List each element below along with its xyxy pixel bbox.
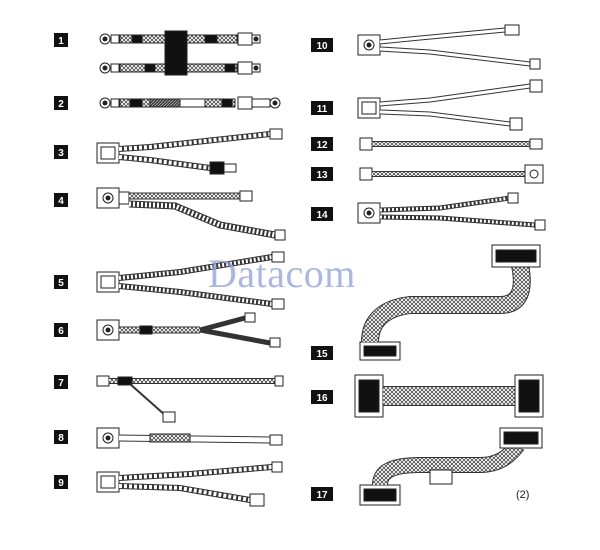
callout-13: 13 [311,167,333,181]
cable-5 [96,251,285,310]
cable-15 [359,244,541,361]
cable-2 [99,96,281,110]
svg-text:10: 10 [316,41,328,52]
callout-15: 15 [311,346,333,360]
callout-6: 6 [54,323,68,337]
svg-text:17: 17 [316,490,328,501]
callout-4: 4 [54,193,68,207]
svg-text:15: 15 [316,349,328,360]
cable-3 [96,128,283,175]
cable-9 [96,461,283,507]
svg-text:13: 13 [316,170,328,181]
cable-11 [357,79,543,131]
callout-16: 16 [311,390,333,404]
watermark: Datacom [208,251,356,296]
svg-text:14: 14 [316,210,328,221]
cable-12 [359,137,543,151]
svg-text:5: 5 [58,278,64,289]
svg-text:7: 7 [58,378,64,389]
callout-1: 1 [54,33,68,47]
callout-17: 17 [311,487,333,501]
cable-14 [357,192,546,231]
svg-text:12: 12 [316,140,328,151]
callout-9: 9 [54,475,68,489]
svg-text:9: 9 [58,478,64,489]
callout-8: 8 [54,430,68,444]
cable-10 [357,24,541,70]
cable-4 [96,187,286,241]
callout-14: 14 [311,207,333,221]
svg-text:8: 8 [58,433,64,444]
callout-11: 11 [311,101,333,115]
callout-10: 10 [311,38,333,52]
svg-text:2: 2 [58,99,64,110]
callout-5: 5 [54,275,68,289]
svg-text:11: 11 [317,104,328,115]
callout-2: 2 [54,96,68,110]
callout-12: 12 [311,137,333,151]
cable-17 [359,427,543,506]
svg-text:6: 6 [58,326,64,337]
cable-7 [96,375,284,423]
svg-text:4: 4 [58,196,64,207]
cable-6 [96,312,281,348]
cable-16 [354,374,544,418]
svg-text:1: 1 [58,36,64,47]
cable-13 [359,164,544,184]
svg-text:16: 16 [316,393,328,404]
callout-7: 7 [54,375,68,389]
cable-1 [99,30,261,76]
svg-text:3: 3 [58,148,64,159]
callout-3: 3 [54,145,68,159]
cable-8 [96,427,283,449]
footnote-marker: (2) [516,489,530,501]
